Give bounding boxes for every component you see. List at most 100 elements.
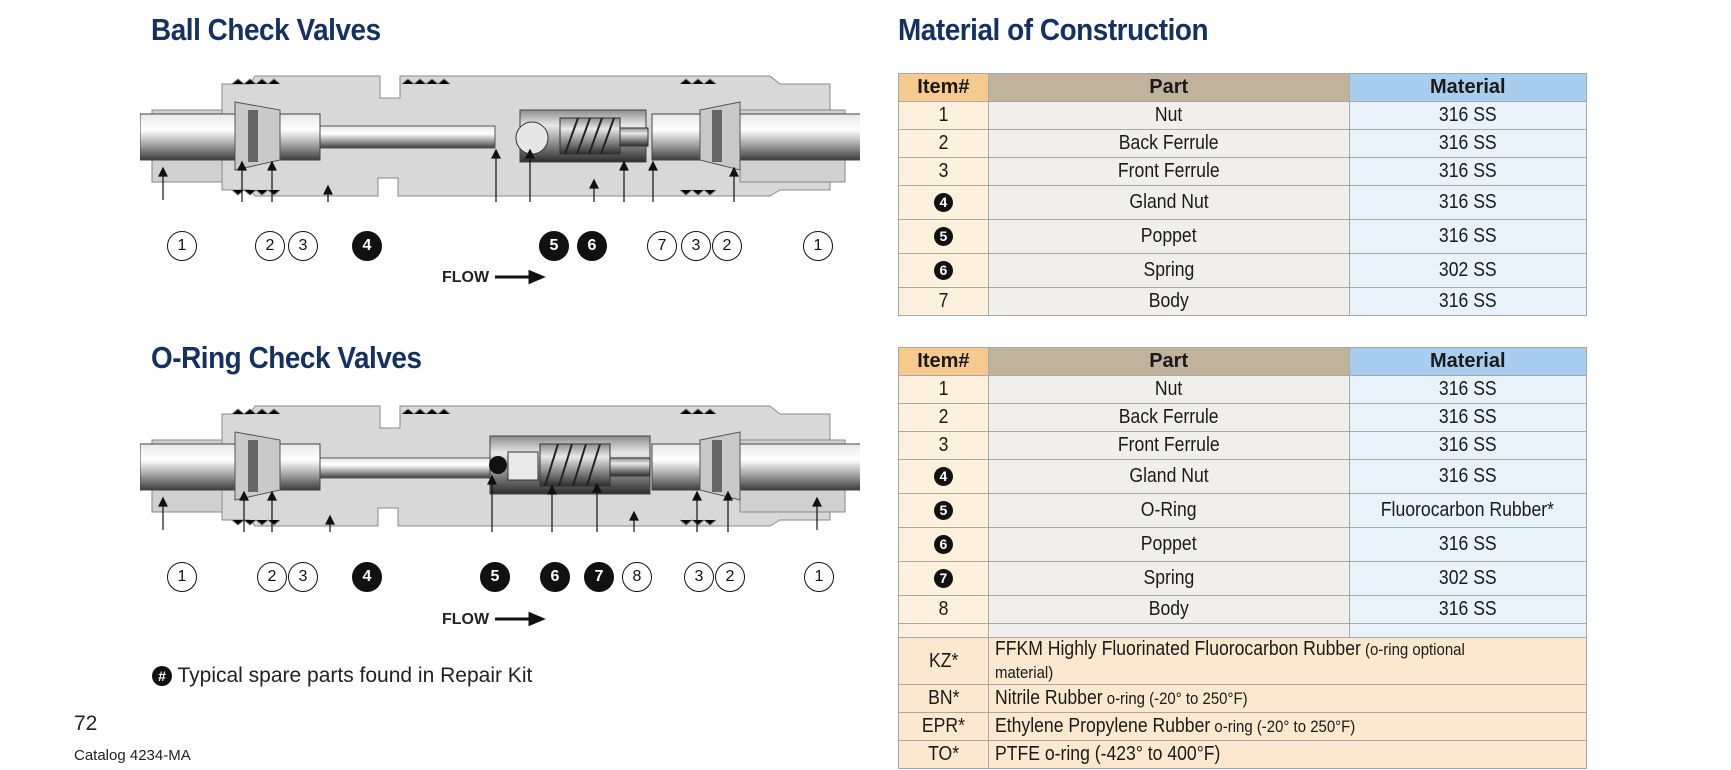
material-value: 316 SS <box>1348 375 1588 404</box>
material-value: 316 SS <box>1348 459 1588 494</box>
material-of-construction-title: Material of Construction <box>898 12 1209 47</box>
option-description: FFKM Highly Fluorinated Fluorocarbon Rub… <box>987 637 1588 685</box>
filled-number-icon: # <box>152 666 172 687</box>
material-value: 316 SS <box>1348 527 1588 562</box>
oring-callout-7: 7 <box>584 562 614 592</box>
part-name: Back Ferrule <box>987 403 1350 432</box>
col-item: Item# <box>898 73 989 102</box>
part-name: Body <box>987 595 1350 624</box>
material-value: 316 SS <box>1348 101 1588 130</box>
part-name: Spring <box>987 561 1350 596</box>
option-note: (o-ring optional material) <box>994 640 1465 682</box>
option-note: o-ring (-20° to 250°F) <box>1102 689 1248 708</box>
repair-kit-item-badge: 7 <box>933 569 953 589</box>
part-name: Body <box>987 287 1350 316</box>
material-value: 316 SS <box>1348 185 1588 220</box>
col-part: Part <box>987 73 1350 102</box>
oring-callout-3: 3 <box>288 562 318 592</box>
oring-callout-1: 1 <box>167 562 197 592</box>
item-number: 1 <box>898 375 989 404</box>
option-code: TO* <box>898 740 989 769</box>
part-name: Poppet <box>987 527 1350 562</box>
part-name: Nut <box>987 375 1350 404</box>
material-value: 316 SS <box>1348 595 1588 624</box>
item-number: 2 <box>898 129 989 158</box>
part-name: Front Ferrule <box>987 157 1350 186</box>
ball-callout-6: 6 <box>577 231 607 261</box>
option-material: Nitrile Rubber <box>994 687 1103 709</box>
oring-callout-5: 5 <box>480 562 510 592</box>
item-number: 2 <box>898 403 989 432</box>
item-number: 4 <box>898 185 989 220</box>
item-number: 7 <box>898 561 989 596</box>
material-value: 316 SS <box>1348 287 1588 316</box>
oring-callout-6: 6 <box>540 562 570 592</box>
repair-kit-item-badge: 5 <box>933 227 953 247</box>
option-description: Nitrile Rubber o-ring (-20° to 250°F) <box>987 684 1588 713</box>
col-part: Part <box>987 347 1350 376</box>
col-material: Material <box>1348 73 1588 102</box>
page-number: 72 <box>74 712 98 735</box>
optional-material-row: KZ*FFKM Highly Fluorinated Fluorocarbon … <box>898 637 1588 685</box>
part-name: Poppet <box>987 219 1350 254</box>
option-material: PTFE o-ring (-423° to 400°F) <box>994 743 1221 765</box>
option-code: EPR* <box>898 712 989 741</box>
ball-callout-3: 3 <box>681 231 711 261</box>
flow-label-oring: FLOW <box>442 611 490 628</box>
item-number: 5 <box>898 219 989 254</box>
repair-kit-item-badge: 6 <box>933 535 953 555</box>
part-name: Nut <box>987 101 1350 130</box>
oring-callout-2: 2 <box>257 562 287 592</box>
option-material: Ethylene Propylene Rubber <box>994 715 1211 737</box>
ball-callout-1: 1 <box>803 231 833 261</box>
material-value: 316 SS <box>1348 431 1588 460</box>
option-description: PTFE o-ring (-423° to 400°F) <box>987 740 1588 769</box>
item-number: 8 <box>898 595 989 624</box>
part-name: Gland Nut <box>987 459 1350 494</box>
part-name: Front Ferrule <box>987 431 1350 460</box>
ball-check-valves-title: Ball Check Valves <box>151 12 381 47</box>
oring-callout-2: 2 <box>715 562 745 592</box>
material-value: 302 SS <box>1348 253 1588 288</box>
item-number: 5 <box>898 493 989 528</box>
material-value: 316 SS <box>1348 403 1588 432</box>
material-value: 302 SS <box>1348 561 1588 596</box>
material-value: 316 SS <box>1348 157 1588 186</box>
repair-kit-item-badge: 4 <box>933 193 953 213</box>
option-description: Ethylene Propylene Rubber o-ring (-20° t… <box>987 712 1588 741</box>
oring-callout-8: 8 <box>622 562 652 592</box>
material-value: 316 SS <box>1348 219 1588 254</box>
option-code: BN* <box>898 684 989 713</box>
oring-callout-3: 3 <box>684 562 714 592</box>
repair-kit-item-badge: 6 <box>933 261 953 281</box>
col-material: Material <box>1348 347 1588 376</box>
item-number: 6 <box>898 253 989 288</box>
optional-material-row: EPR*Ethylene Propylene Rubber o-ring (-2… <box>898 712 1588 741</box>
col-item: Item# <box>898 347 989 376</box>
catalog-number: Catalog 4234-MA <box>74 747 191 764</box>
ball-callout-2: 2 <box>255 231 285 261</box>
oring-callout-4: 4 <box>352 562 382 592</box>
optional-material-row: BN*Nitrile Rubber o-ring (-20° to 250°F) <box>898 684 1588 713</box>
repair-kit-legend: # Typical spare parts found in Repair Ki… <box>152 664 532 688</box>
repair-kit-item-badge: 5 <box>933 501 953 521</box>
item-number: 3 <box>898 157 989 186</box>
ball-check-valve-diagram: FLOW <box>140 75 860 286</box>
ball-callout-3: 3 <box>288 231 318 261</box>
part-name: Spring <box>987 253 1350 288</box>
item-number: 1 <box>898 101 989 130</box>
option-note: o-ring (-20° to 250°F) <box>1210 717 1356 736</box>
item-number: 7 <box>898 287 989 316</box>
flow-label: FLOW <box>442 269 490 286</box>
ball-callout-1: 1 <box>167 231 197 261</box>
